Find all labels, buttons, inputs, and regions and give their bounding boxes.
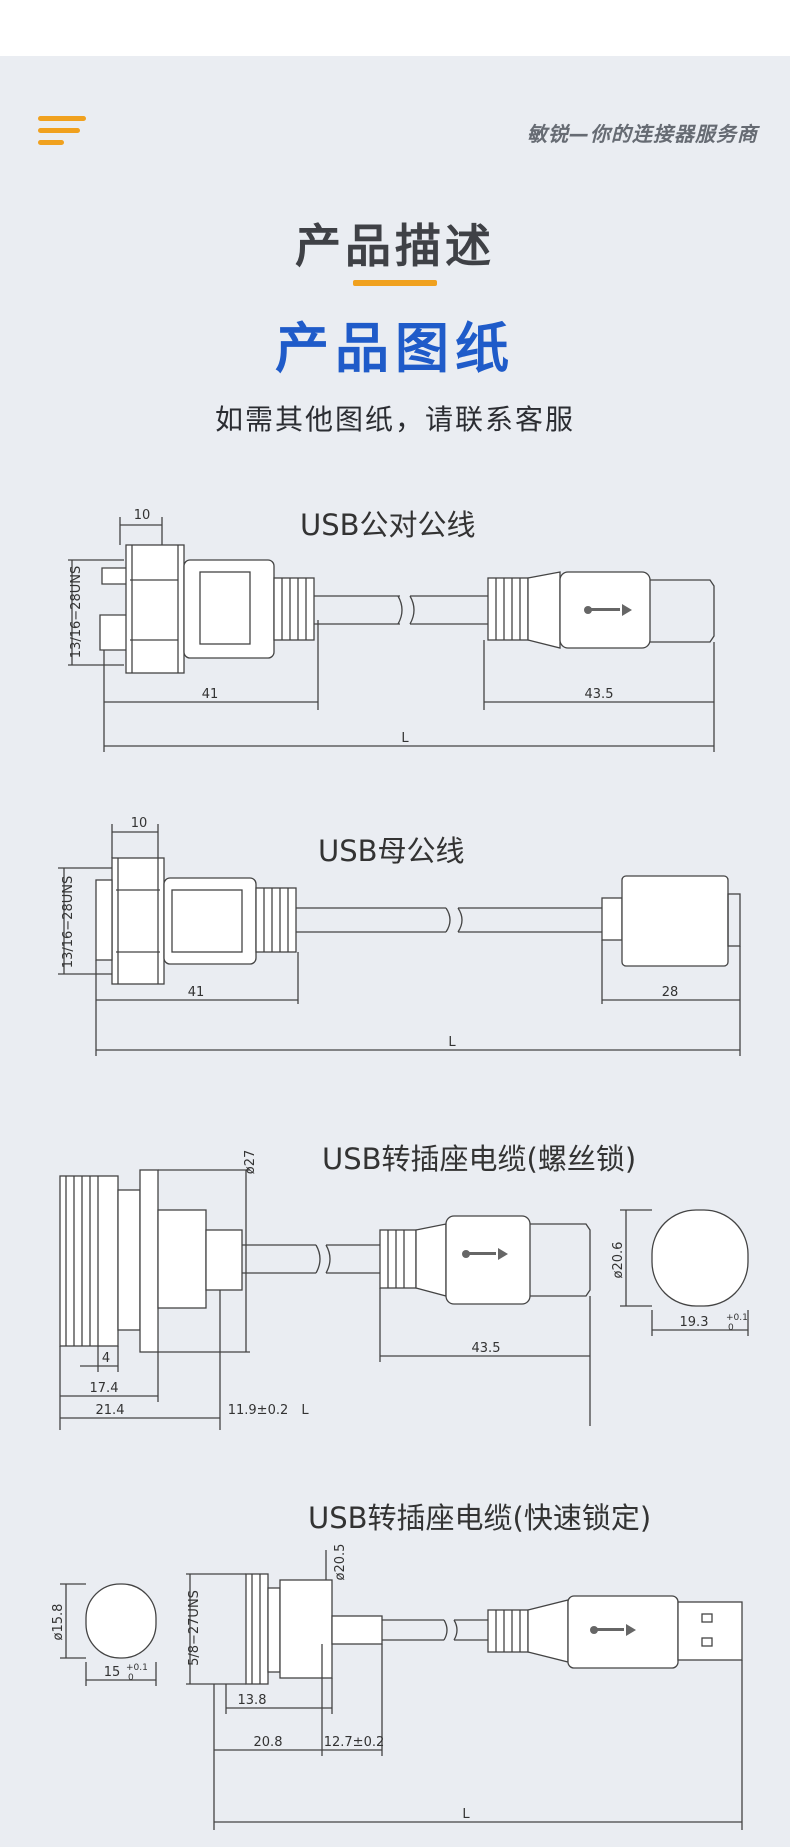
dim-tube: 11.9±0.2 — [228, 1403, 289, 1418]
dim-right-length: 28 — [662, 985, 679, 1000]
dim-cap-height: ø20.6 — [611, 1242, 626, 1279]
dim-thread: 13/16−28UNS — [61, 876, 76, 968]
brand-slogan: 敏锐—你的连接器服务商 — [527, 122, 758, 146]
dim-left-length: 41 — [188, 985, 205, 1000]
drawing-caption-2: USB母公线 — [318, 834, 465, 868]
dim-flange: 17.4 — [90, 1381, 119, 1396]
dim-tolerance: +0.1 — [726, 1313, 748, 1323]
dim-diameter: ø20.5 — [333, 1544, 348, 1581]
dim-width: 10 — [134, 508, 151, 523]
dim-left-length: 41 — [202, 687, 219, 702]
dim-body: 21.4 — [96, 1403, 125, 1418]
dim-diameter: ø27 — [243, 1150, 258, 1175]
dim-plug-length: 43.5 — [472, 1341, 501, 1356]
drawing-caption-4: USB转插座电缆(快速锁定) — [308, 1501, 652, 1535]
dim-total-length: L — [401, 731, 409, 746]
dim-tolerance-zero: 0 — [728, 1323, 734, 1333]
section-title: 产品描述 — [295, 219, 495, 273]
drawing-usb-female-male: 10 13/16−28UNS 41 28 L — [58, 816, 741, 1056]
title-divider — [353, 280, 437, 286]
dim-cap-width: 15 — [104, 1665, 121, 1680]
dim-width: 10 — [131, 816, 148, 831]
drawing-caption-3: USB转插座电缆(螺丝锁) — [322, 1142, 637, 1176]
dim-total-length: L — [448, 1035, 456, 1050]
dim-cap-height: ø15.8 — [51, 1604, 66, 1641]
dim-body: 20.8 — [254, 1735, 283, 1750]
dim-flange: 13.8 — [238, 1693, 267, 1708]
dim-nut: 4 — [102, 1351, 110, 1366]
drawing-usb-panel-screw: ø27 4 17.4 21.4 11.9±0.2 43.5 L ø20.6 19… — [59, 1150, 749, 1430]
drawing-usb-male-male: 10 13/16−28UNS 41 43.5 L — [68, 508, 715, 752]
dim-thread: 5/8−27UNS — [187, 1590, 202, 1666]
dim-tube: 12.7±0.2 — [324, 1735, 385, 1750]
contact-note: 如需其他图纸，请联系客服 — [214, 403, 575, 436]
section-subtitle: 产品图纸 — [275, 317, 515, 380]
dim-right-length: 43.5 — [585, 687, 614, 702]
dim-cap-width: 19.3 — [680, 1315, 709, 1330]
dim-tolerance-zero: 0 — [128, 1673, 134, 1683]
dim-total-length: L — [462, 1807, 470, 1822]
drawing-caption-1: USB公对公线 — [300, 508, 476, 542]
hamburger-menu-icon[interactable] — [38, 116, 86, 146]
dim-total-length: L — [301, 1403, 309, 1418]
drawing-usb-panel-quicklock: ø15.8 15 +0.1 0 5/8−27UNS ø20.5 13.8 20.… — [51, 1544, 743, 1830]
dim-thread: 13/16−28UNS — [69, 566, 84, 658]
dim-tolerance: +0.1 — [126, 1663, 148, 1673]
